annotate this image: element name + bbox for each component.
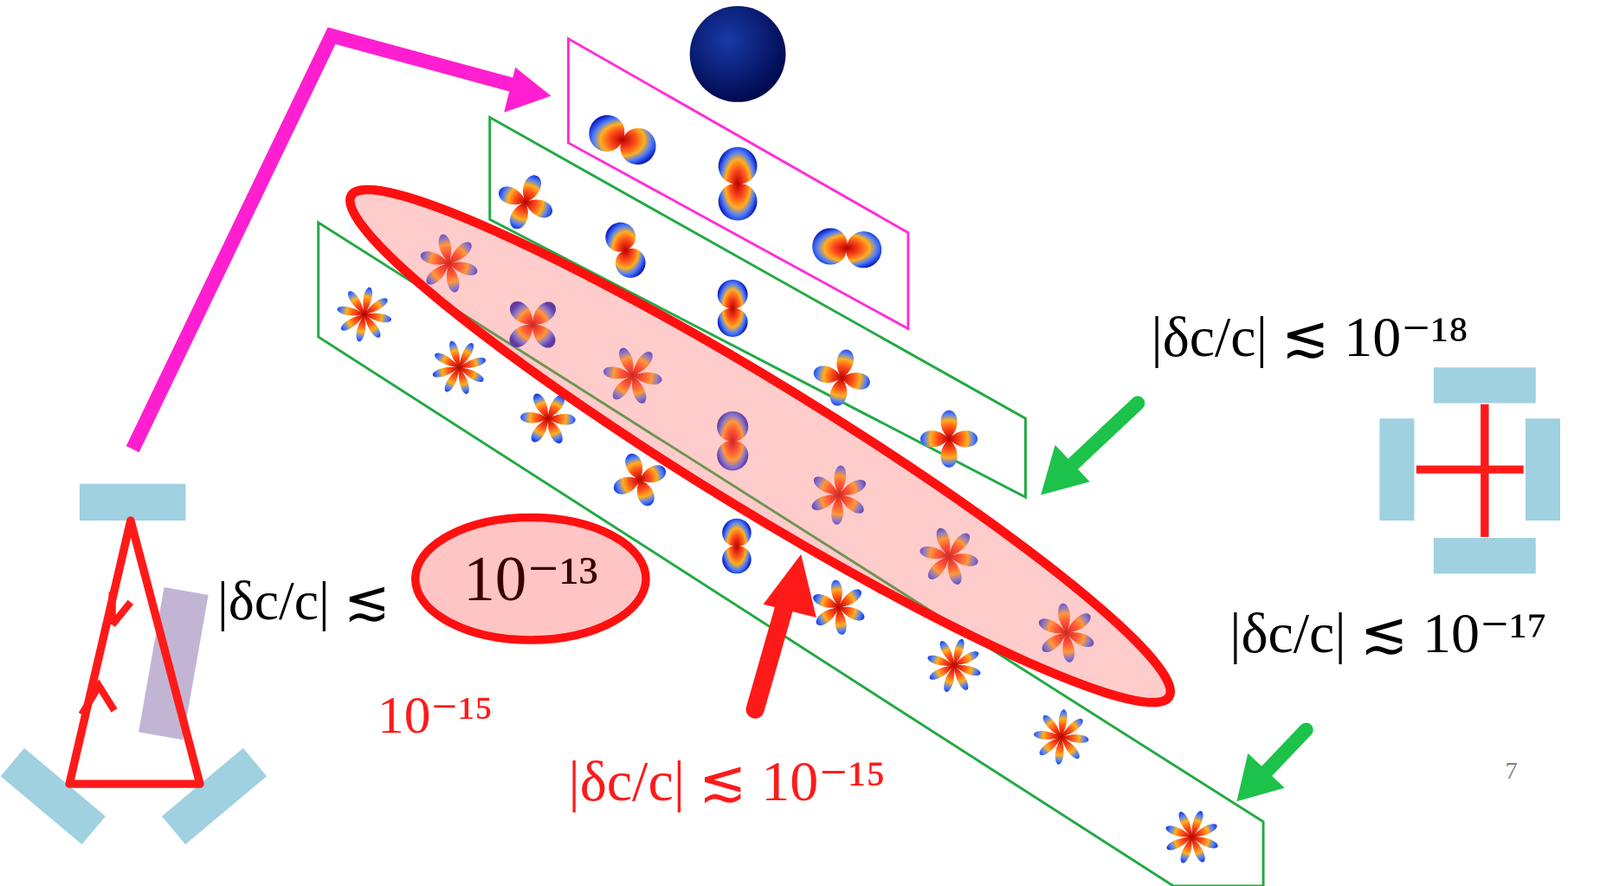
harmonic-lobe	[813, 349, 871, 407]
beam-direction	[81, 685, 115, 715]
harmonic-lobe	[605, 222, 646, 278]
beam	[1416, 464, 1524, 473]
alt-bound-value: 10⁻¹⁵	[377, 685, 493, 744]
mirror	[1379, 418, 1414, 521]
green-pointer	[1070, 403, 1138, 466]
mirror	[161, 748, 267, 845]
bound-annotation: |δc/c| ≲ 10⁻¹⁷	[1229, 601, 1547, 665]
harmonic-lobe	[588, 115, 656, 165]
circled-value: 10⁻¹³	[410, 512, 652, 646]
bound-value: 10⁻¹³	[463, 543, 598, 613]
harmonic-lobe	[722, 518, 751, 575]
mirror	[1525, 418, 1561, 521]
bound-symbol: |δc/c| ≲	[217, 571, 390, 633]
crystal-slab	[138, 587, 209, 740]
harmonic-lobe	[498, 174, 553, 229]
harmonic-lobe	[812, 580, 865, 635]
harmonic-lobe	[718, 147, 758, 221]
beam	[1480, 404, 1489, 537]
mirror	[1433, 537, 1536, 574]
page-number: 7	[1504, 756, 1517, 784]
beam-direction	[112, 592, 131, 626]
bound-annotation: |δc/c| ≲ 10⁻¹⁸	[1150, 306, 1468, 370]
mirror	[1433, 367, 1536, 403]
mirror	[79, 483, 187, 521]
red-arrowhead	[763, 554, 817, 618]
harmonic-lobe	[927, 638, 981, 692]
bound-annotation: |δc/c| ≲ 10⁻¹⁵	[567, 749, 885, 813]
mirror	[0, 748, 106, 845]
green-arrowhead	[1236, 753, 1284, 801]
harmonic-lobe	[432, 341, 486, 394]
monopole-sphere	[690, 6, 787, 103]
green-arrowhead	[1040, 445, 1091, 496]
harmonic-lobe	[920, 410, 978, 468]
magenta-arrowhead	[503, 67, 551, 113]
harmonic-lobe	[337, 287, 392, 342]
l3-group-highlight	[318, 141, 1203, 750]
ring-beam	[69, 520, 200, 784]
harmonic-lobe	[812, 227, 882, 268]
green-pointer	[1264, 729, 1306, 773]
harmonic-lobe	[1166, 810, 1219, 863]
harmonic-lobe	[1033, 709, 1089, 764]
red-pointer	[754, 601, 786, 710]
harmonic-lobe	[717, 279, 749, 337]
